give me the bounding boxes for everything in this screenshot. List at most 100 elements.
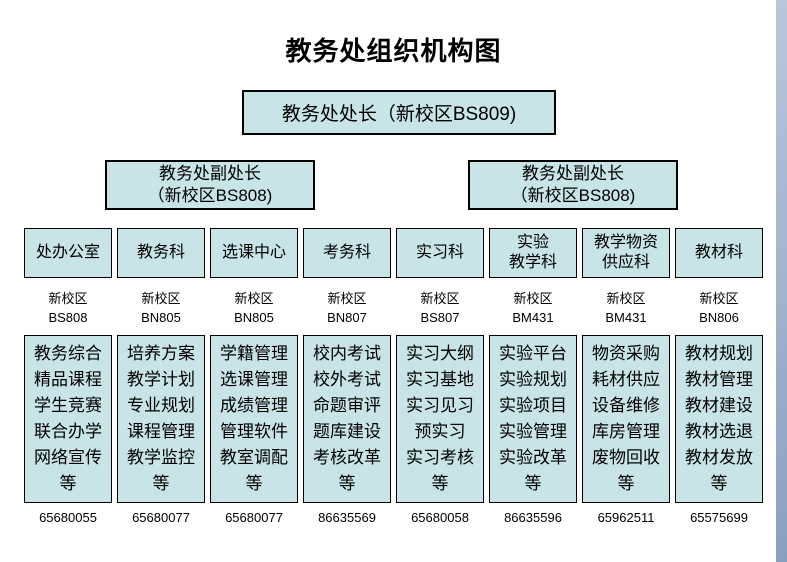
duty-item: 教材选退 xyxy=(685,422,753,441)
duty-item: 实习基地 xyxy=(406,370,474,389)
duty-item: 物资采购 xyxy=(592,344,660,363)
phone-label: 65680077 xyxy=(132,510,190,525)
department-box-lab-teaching: 实验 教学科 xyxy=(489,228,577,278)
duty-item: 教材发放 xyxy=(685,448,753,467)
page-title: 教务处组织机构图 xyxy=(285,36,502,66)
campus-label: 新校区 xyxy=(420,291,460,306)
location-label: 新校区 BN805 xyxy=(210,289,298,327)
duty-item: 联合办学 xyxy=(34,422,102,441)
duties-box: 教务综合 精品课程 学生竞赛 联合办学 网络宣传 等 xyxy=(24,335,112,503)
duty-item: 教室调配 xyxy=(220,448,288,467)
duty-item: 选课管理 xyxy=(220,370,288,389)
department-name: 教学物资 xyxy=(593,234,658,251)
duty-item: 校外考试 xyxy=(313,370,381,389)
duty-item: 等 xyxy=(617,474,635,493)
department-row: 处办公室 教务科 选课中心 考务科 实习科 实验 教学科 教学物资 供应科 教材… xyxy=(24,228,763,278)
duties-box: 实习大纲 实习基地 实习见习 预实习 实习考核 等 xyxy=(396,335,484,503)
duty-item: 教材规划 xyxy=(685,344,753,363)
department-name: 供应科 xyxy=(601,254,650,271)
duty-item: 成绩管理 xyxy=(220,396,288,415)
duty-item: 课程管理 xyxy=(127,422,195,441)
duties-box: 实验平台 实验规划 实验项目 实验管理 实验改革 等 xyxy=(489,335,577,503)
department-name: 考务科 xyxy=(322,244,371,261)
duty-item: 实习考核 xyxy=(406,448,474,467)
duties-box: 校内考试 校外考试 命题审评 题库建设 考核改革 等 xyxy=(303,335,391,503)
duty-item: 等 xyxy=(524,474,542,493)
duty-item: 教学监控 xyxy=(127,448,195,467)
campus-label: 新校区 xyxy=(48,291,88,306)
room-label: BS807 xyxy=(420,310,460,325)
duty-item: 教学计划 xyxy=(127,370,195,389)
department-name: 选课中心 xyxy=(221,244,286,261)
duty-item: 网络宣传 xyxy=(34,448,102,467)
location-label: 新校区 BS808 xyxy=(24,289,112,327)
room-label: BM431 xyxy=(512,310,554,325)
duty-item: 校内考试 xyxy=(313,344,381,363)
duty-item: 实验项目 xyxy=(499,396,567,415)
duty-item: 学籍管理 xyxy=(220,344,288,363)
department-box-examination: 考务科 xyxy=(303,228,391,278)
duty-item: 学生竞赛 xyxy=(34,396,102,415)
location-label: 新校区 BN807 xyxy=(303,289,391,327)
phone-label: 65680055 xyxy=(39,510,97,525)
director-label: 教务处处长（新校区BS809) xyxy=(281,104,517,125)
vice-director-title: 教务处副处长 xyxy=(522,164,624,183)
duty-item: 精品课程 xyxy=(34,370,102,389)
department-name: 教务科 xyxy=(136,244,185,261)
phone-label: 65680058 xyxy=(411,510,469,525)
department-box-course-selection: 选课中心 xyxy=(210,228,298,278)
location-label: 新校区 BM431 xyxy=(489,289,577,327)
duty-item: 专业规划 xyxy=(127,396,195,415)
duty-item: 培养方案 xyxy=(127,344,195,363)
location-label: 新校区 BN805 xyxy=(117,289,205,327)
department-name: 教学科 xyxy=(508,254,557,271)
duty-item: 实习见习 xyxy=(406,396,474,415)
duties-row: 教务综合 精品课程 学生竞赛 联合办学 网络宣传 等 培养方案 教学计划 专业规… xyxy=(24,335,763,503)
duties-box: 教材规划 教材管理 教材建设 教材选退 教材发放 等 xyxy=(675,335,763,503)
campus-label: 新校区 xyxy=(606,291,646,306)
phone-label: 65575699 xyxy=(690,510,748,525)
phone-label: 86635596 xyxy=(504,510,562,525)
department-name: 教材科 xyxy=(694,244,743,261)
duty-item: 废物回收 xyxy=(592,448,660,467)
department-box-teaching-supplies: 教学物资 供应科 xyxy=(582,228,670,278)
duty-item: 命题审评 xyxy=(313,396,381,415)
department-box-academic-affairs: 教务科 xyxy=(117,228,205,278)
department-name: 实验 xyxy=(516,234,549,251)
campus-label: 新校区 xyxy=(699,291,739,306)
duty-item: 考核改革 xyxy=(313,448,381,467)
duty-item: 等 xyxy=(245,474,263,493)
phone-row: 65680055 65680077 65680077 86635569 6568… xyxy=(24,510,763,526)
duty-item: 实验管理 xyxy=(499,422,567,441)
duty-item: 等 xyxy=(431,474,449,493)
department-box-general-office: 处办公室 xyxy=(24,228,112,278)
room-label: BN806 xyxy=(699,310,739,325)
duties-box: 培养方案 教学计划 专业规划 课程管理 教学监控 等 xyxy=(117,335,205,503)
department-box-textbook: 教材科 xyxy=(675,228,763,278)
duty-item: 管理软件 xyxy=(220,422,288,441)
campus-label: 新校区 xyxy=(141,291,181,306)
phone-label: 86635569 xyxy=(318,510,376,525)
duty-item: 等 xyxy=(710,474,728,493)
director-box: 教务处处长（新校区BS809) xyxy=(242,90,556,135)
duty-item: 教务综合 xyxy=(34,344,102,363)
vice-director-location: （新校区BS808) xyxy=(147,186,273,205)
campus-label: 新校区 xyxy=(327,291,367,306)
duty-item: 实习大纲 xyxy=(406,344,474,363)
phone-label: 65962511 xyxy=(597,510,655,525)
room-label: BN805 xyxy=(234,310,274,325)
department-box-internship: 实习科 xyxy=(396,228,484,278)
vice-director-box-2: 教务处副处长 （新校区BS808) xyxy=(468,160,678,210)
department-name: 实习科 xyxy=(415,244,464,261)
duty-item: 等 xyxy=(152,474,170,493)
room-label: BS808 xyxy=(48,310,88,325)
duty-item: 等 xyxy=(338,474,356,493)
duty-item: 题库建设 xyxy=(313,422,381,441)
duty-item: 预实习 xyxy=(414,422,466,441)
location-label: 新校区 BS807 xyxy=(396,289,484,327)
duties-box: 学籍管理 选课管理 成绩管理 管理软件 教室调配 等 xyxy=(210,335,298,503)
vice-director-location: （新校区BS808) xyxy=(510,186,636,205)
duty-item: 库房管理 xyxy=(592,422,660,441)
room-label: BN807 xyxy=(327,310,367,325)
